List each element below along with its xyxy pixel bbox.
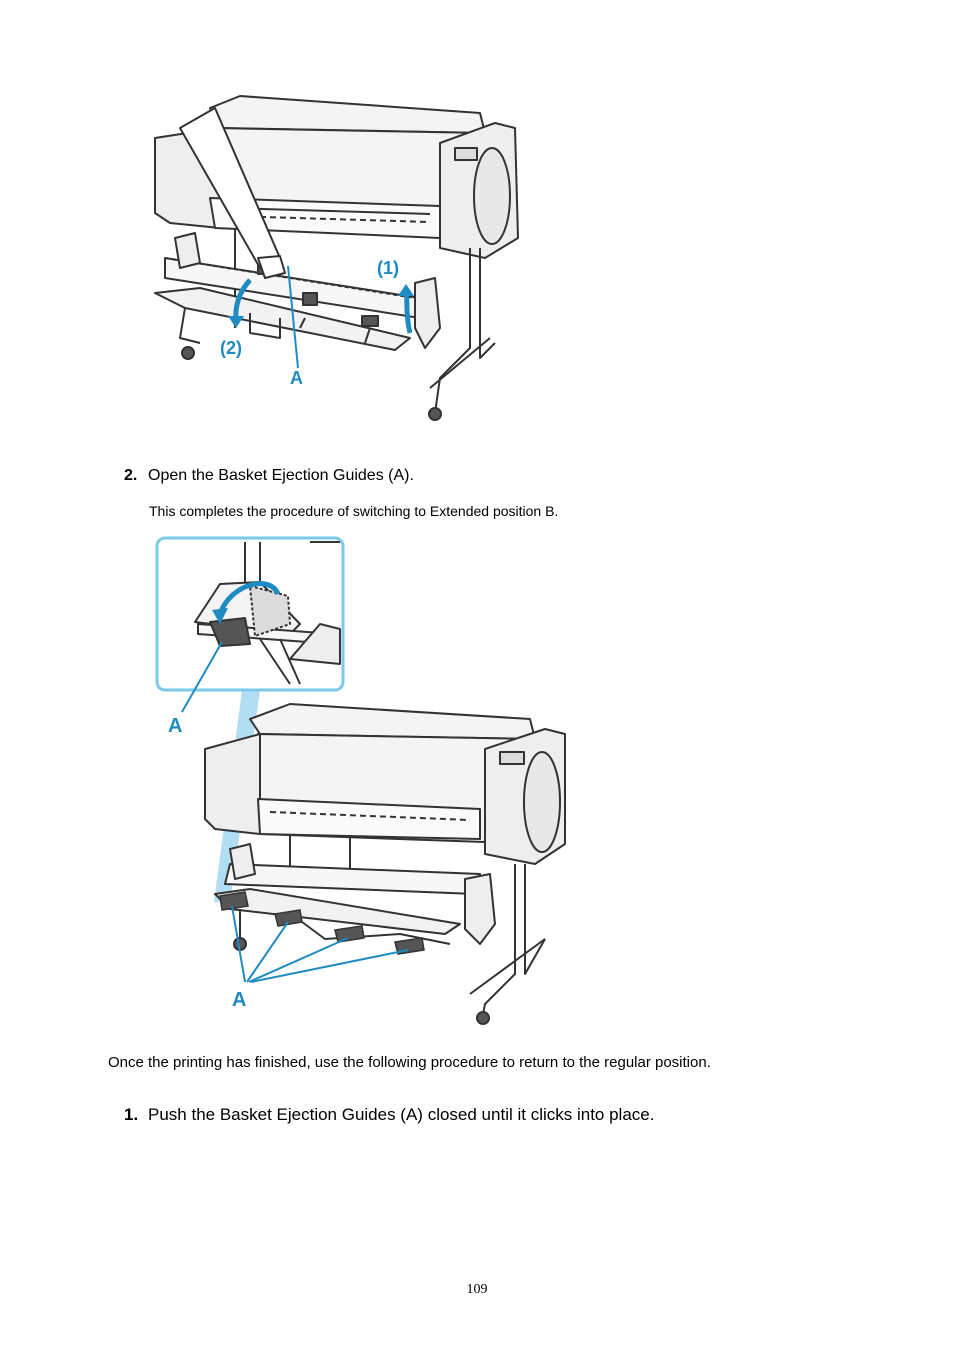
page-number: 109 — [466, 1282, 488, 1297]
figure-basket-guides-open: A A — [155, 536, 566, 1025]
inset-label-a: A — [168, 715, 182, 737]
step-1-number: 1. — [124, 1105, 139, 1124]
callout-step2: (2) — [220, 338, 242, 358]
callout-step1: (1) — [377, 258, 399, 278]
step-2-text: Open the Basket Ejection Guides (A). — [148, 467, 414, 484]
step-2: 2. Open the Basket Ejection Guides (A). — [124, 466, 414, 486]
callout-guide-a: A — [290, 368, 303, 388]
step-1: 1. Push the Basket Ejection Guides (A) cl… — [124, 1105, 654, 1125]
return-intro: Once the printing has finished, use the … — [108, 1054, 711, 1071]
step-2-number: 2. — [124, 467, 138, 484]
step-1-text: Push the Basket Ejection Guides (A) clos… — [148, 1105, 655, 1124]
figure-printer-basket-extend: (1) (2) A — [154, 95, 519, 421]
bottom-label-a: A — [232, 989, 246, 1011]
step-2-note: This completes the procedure of switchin… — [149, 503, 559, 519]
